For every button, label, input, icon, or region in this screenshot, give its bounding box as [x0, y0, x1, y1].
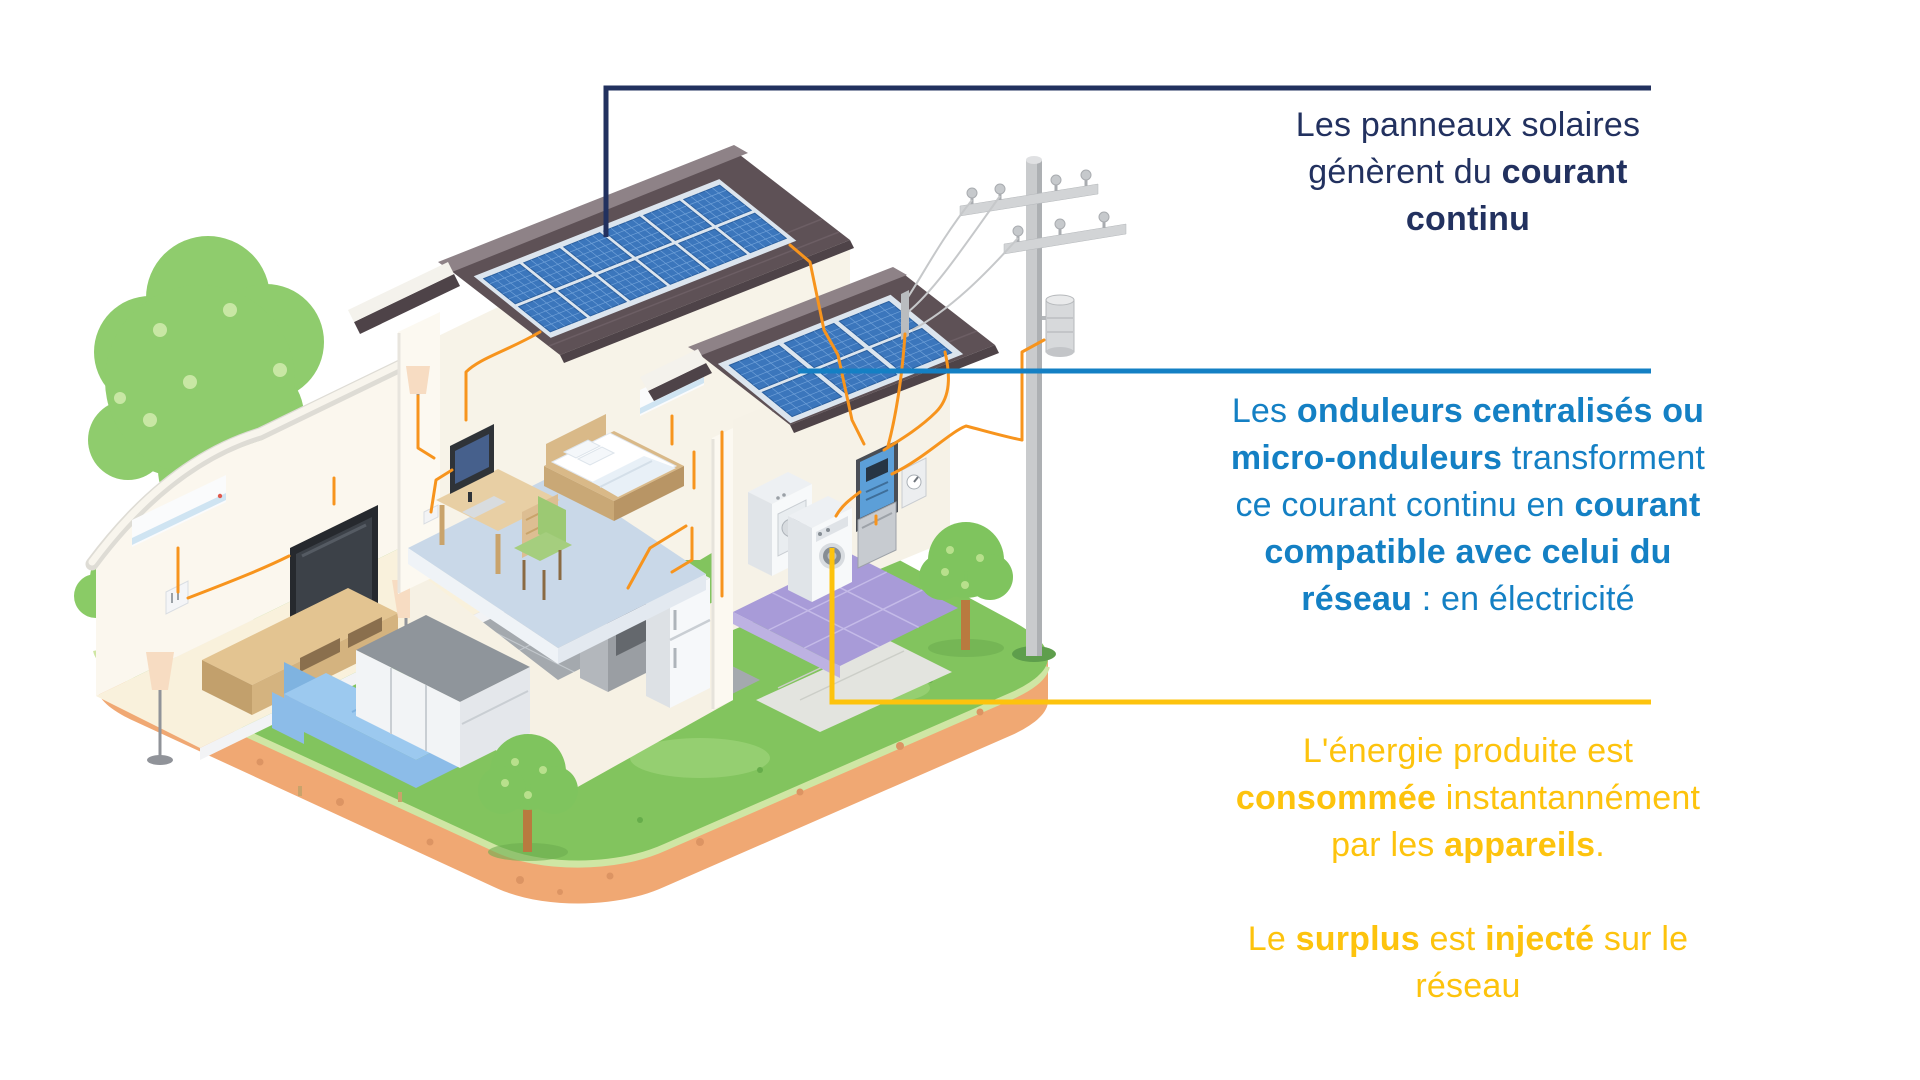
- service-mast: [901, 290, 909, 340]
- air-conditioner: [132, 475, 226, 547]
- desk-chair: [514, 496, 572, 600]
- bed: [544, 414, 684, 521]
- keyboard: [462, 496, 506, 518]
- dc-connector-line: [603, 85, 1651, 237]
- roof-ridge-cap: [438, 145, 748, 272]
- right-tree: [919, 522, 1013, 657]
- roof-rake-fascia: [348, 262, 454, 322]
- annex-rake-shadow: [648, 363, 712, 401]
- kitchen-counter: [356, 615, 530, 768]
- electric-meter: [901, 457, 927, 509]
- roof-rake-shadow: [354, 274, 460, 334]
- annex-rake-fascia: [640, 349, 706, 391]
- pole-transformer: [1042, 294, 1075, 357]
- solar-panel-array-main: [473, 179, 797, 338]
- floor-lamp-left: [146, 652, 174, 765]
- dirt-side: [96, 642, 1048, 904]
- annex-ridge-cap: [688, 267, 907, 355]
- washing-machine: [788, 496, 852, 602]
- utility-pole: [901, 156, 1127, 662]
- desktop-monitor: [450, 424, 506, 518]
- service-drop-wires: [905, 195, 1019, 331]
- consumption-connector-line: [829, 548, 1651, 705]
- crossarm-lower: [1003, 211, 1127, 255]
- callout-lines: [603, 85, 1651, 705]
- living-back-wall: [96, 344, 458, 696]
- dirt-dots: [147, 693, 984, 895]
- wall-outlet: [423, 504, 439, 525]
- roof-eave-edge: [560, 240, 854, 363]
- front-tree: [478, 734, 578, 861]
- laundry-floor: [733, 554, 958, 678]
- electric-wiring: [176, 243, 1046, 600]
